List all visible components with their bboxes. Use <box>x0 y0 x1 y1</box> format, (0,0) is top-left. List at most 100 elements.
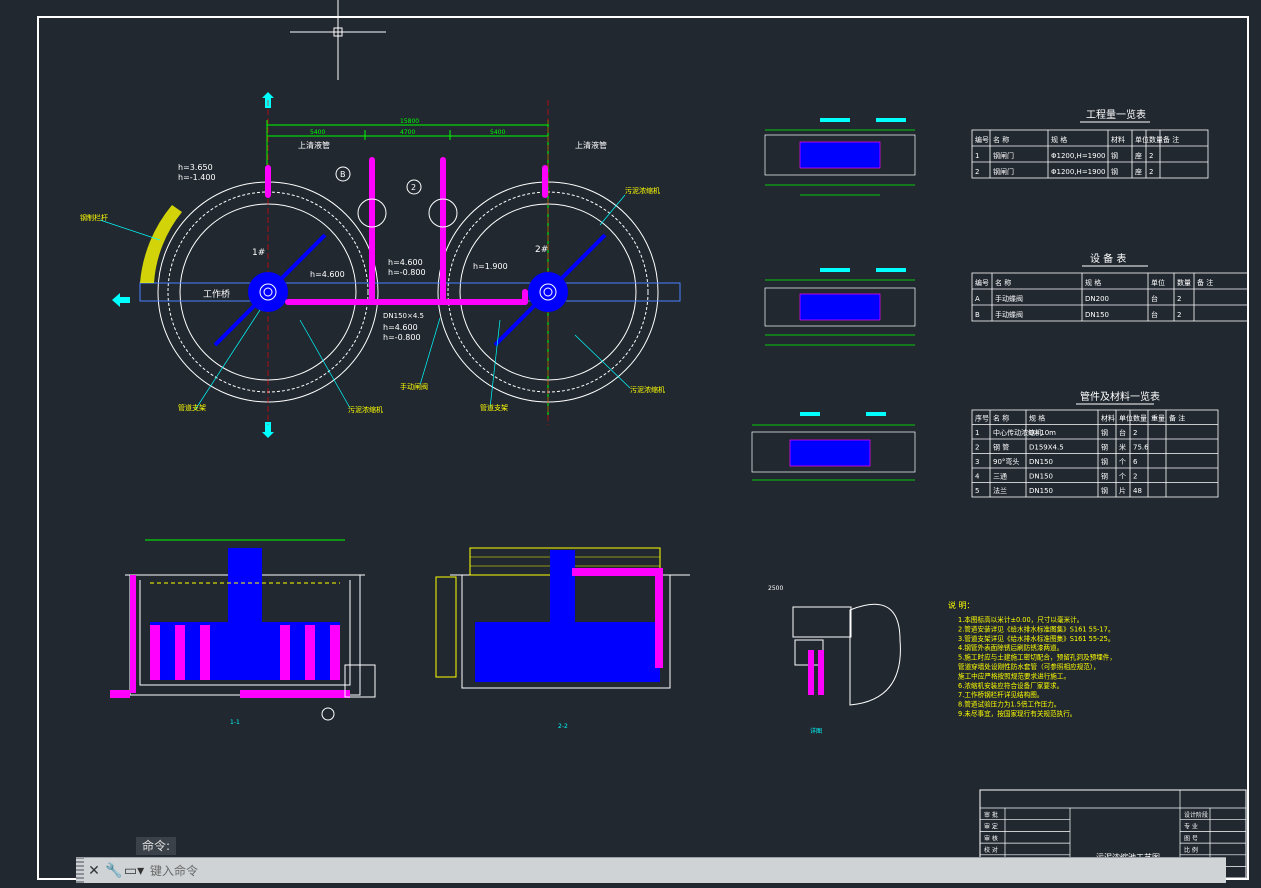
table-cell: 钢 管 <box>993 443 1009 452</box>
table-header-cell: 规 格 <box>1051 135 1067 144</box>
table-cell: 2 <box>1133 473 1137 481</box>
note-line: 4.钢管外表面除锈后刷防锈漆两道。 <box>958 643 1063 652</box>
table-header-cell: 备 注 <box>1163 135 1179 144</box>
table-cell: 三通 <box>993 472 1007 481</box>
table-cell: 2 <box>1177 311 1181 319</box>
table-cell: 4 <box>975 473 980 481</box>
wrench-icon[interactable]: 🔧 <box>105 862 123 879</box>
section-1-label: 1-1 <box>230 719 240 726</box>
detail-sections <box>751 118 916 481</box>
note-right-top: 污泥浓缩机 <box>625 186 660 195</box>
detail-label: 详图 <box>810 727 822 735</box>
table-cell: D159X4.5 <box>1029 444 1064 452</box>
table-header-cell: 数量 <box>1149 135 1163 144</box>
note-bottom-2: 污泥浓缩机 <box>348 405 383 414</box>
table-cell: D=10m <box>1029 429 1056 437</box>
table-cell: 法兰 <box>993 486 1007 495</box>
tank1-label: 1# <box>252 248 265 258</box>
table-cell: 台 <box>1119 428 1126 437</box>
note-line: 6.浓缩机安装应符合设备厂家要求。 <box>958 681 1063 690</box>
section-2-label: 2-2 <box>558 723 568 730</box>
table-cell: 90°弯头 <box>993 457 1019 466</box>
table-cell: 钢 <box>1101 472 1108 481</box>
command-bar-grip[interactable] <box>76 858 84 883</box>
table-cell: 中心传动浓缩机 <box>993 428 1042 437</box>
command-history: 命令: <box>136 837 177 855</box>
detail-view: 2500 详图 <box>768 585 901 735</box>
label-right-top: 上清液管 <box>575 140 607 150</box>
table-cell: 2 <box>975 168 979 176</box>
note-line: 施工中应严格按照规范要求进行施工。 <box>958 671 1070 680</box>
titleblock-row-label: 审 批 <box>984 811 998 819</box>
table-cell: 2 <box>1149 152 1153 160</box>
tank2-label: 2# <box>535 245 548 255</box>
table-header-cell: 备 注 <box>1169 414 1185 423</box>
railing-hatch <box>140 205 182 283</box>
h-right: h=1.900 <box>473 262 508 271</box>
table-cell: 5 <box>975 487 979 495</box>
table-header-cell: 序号 <box>975 414 989 423</box>
table2-title: 设 备 表 <box>1090 252 1126 265</box>
table-cell: 1 <box>975 429 979 437</box>
label-left-top: 上清液管 <box>298 140 330 150</box>
mark-2: 2 <box>411 183 416 192</box>
table-cell: 台 <box>1151 294 1158 303</box>
table-cell: DN150 <box>1085 311 1109 319</box>
table-cell: 米 <box>1119 443 1126 452</box>
table-header-cell: 名 称 <box>993 135 1009 144</box>
h-left-2: h=-1.400 <box>178 173 216 182</box>
table-cell: Φ1200,H=1900 <box>1051 168 1106 176</box>
note-line: 管道穿墙处设刚性防水套管（可参照相应规范）， <box>958 662 1100 671</box>
table-cell: 2 <box>1149 168 1153 176</box>
detail-dim: 2500 <box>768 585 783 592</box>
titleblock-row-label: 审 核 <box>984 834 998 842</box>
notes-block: 说 明： 1.本图标高以米计±0.00，尺寸以毫米计。2.管道安装详见《给水排水… <box>948 600 1116 718</box>
table-cell: 6 <box>1133 458 1138 466</box>
table-cell: 钢 <box>1101 443 1108 452</box>
note-line: 5.施工时应与土建施工密切配合，预留孔洞及预埋件， <box>958 653 1116 662</box>
dim-c: 5400 <box>490 129 505 136</box>
table-header-cell: 材料 <box>1101 414 1115 423</box>
table-header-cell: 单位 <box>1151 278 1165 287</box>
table-cell: 1 <box>975 152 979 160</box>
table-header-cell: 编号 <box>975 135 989 144</box>
crosshair-cursor <box>290 0 386 80</box>
table-header-cell: 重量 <box>1151 415 1165 423</box>
table-cell: DN150 <box>1029 473 1053 481</box>
titleblock-right-label: 比 例 <box>1184 846 1198 854</box>
table-cell: B <box>975 311 980 319</box>
table-cell: A <box>975 295 980 303</box>
close-icon[interactable]: ✕ <box>88 862 100 879</box>
work-bridge-label: 工作桥 <box>203 288 230 300</box>
table-cell: 钢 <box>1111 167 1118 176</box>
command-prompt-icon[interactable]: ▭▾ <box>123 862 145 879</box>
section-2: 2-2 <box>435 547 690 730</box>
table-header-cell: 单位 <box>1135 135 1149 144</box>
note-line: 7.工作桥钢栏杆详见结构图。 <box>958 690 1043 699</box>
table-cell: 座 <box>1135 167 1142 176</box>
table-cell: 2 <box>975 444 979 452</box>
table-cell: 3 <box>975 458 979 466</box>
table-cell: 2 <box>1177 295 1181 303</box>
note-bottom-1: 管道支架 <box>178 403 206 412</box>
table3-title: 管件及材料一览表 <box>1080 390 1160 403</box>
table-cell: DN200 <box>1085 295 1109 303</box>
mark-b: B <box>340 170 346 179</box>
h-bot-3: h=-0.800 <box>383 333 421 342</box>
table-header-cell: 规 格 <box>1085 278 1101 287</box>
table-header-cell: 名 称 <box>993 414 1009 423</box>
table-cell: 75.6 <box>1133 444 1149 452</box>
note-bottom-3: 手动闸阀 <box>400 382 428 391</box>
table-header-cell: 数量 <box>1177 278 1191 287</box>
table-header-cell: 材料 <box>1111 135 1125 144</box>
table-cell: 48 <box>1133 487 1142 495</box>
table-cell: 钢闸门 <box>993 151 1014 160</box>
table-cell: 钢 <box>1111 151 1118 160</box>
table-cell: 2 <box>1133 429 1137 437</box>
note-line: 9.未尽事宜，按国家现行有关规范执行。 <box>958 709 1076 718</box>
command-input[interactable] <box>144 859 1226 882</box>
